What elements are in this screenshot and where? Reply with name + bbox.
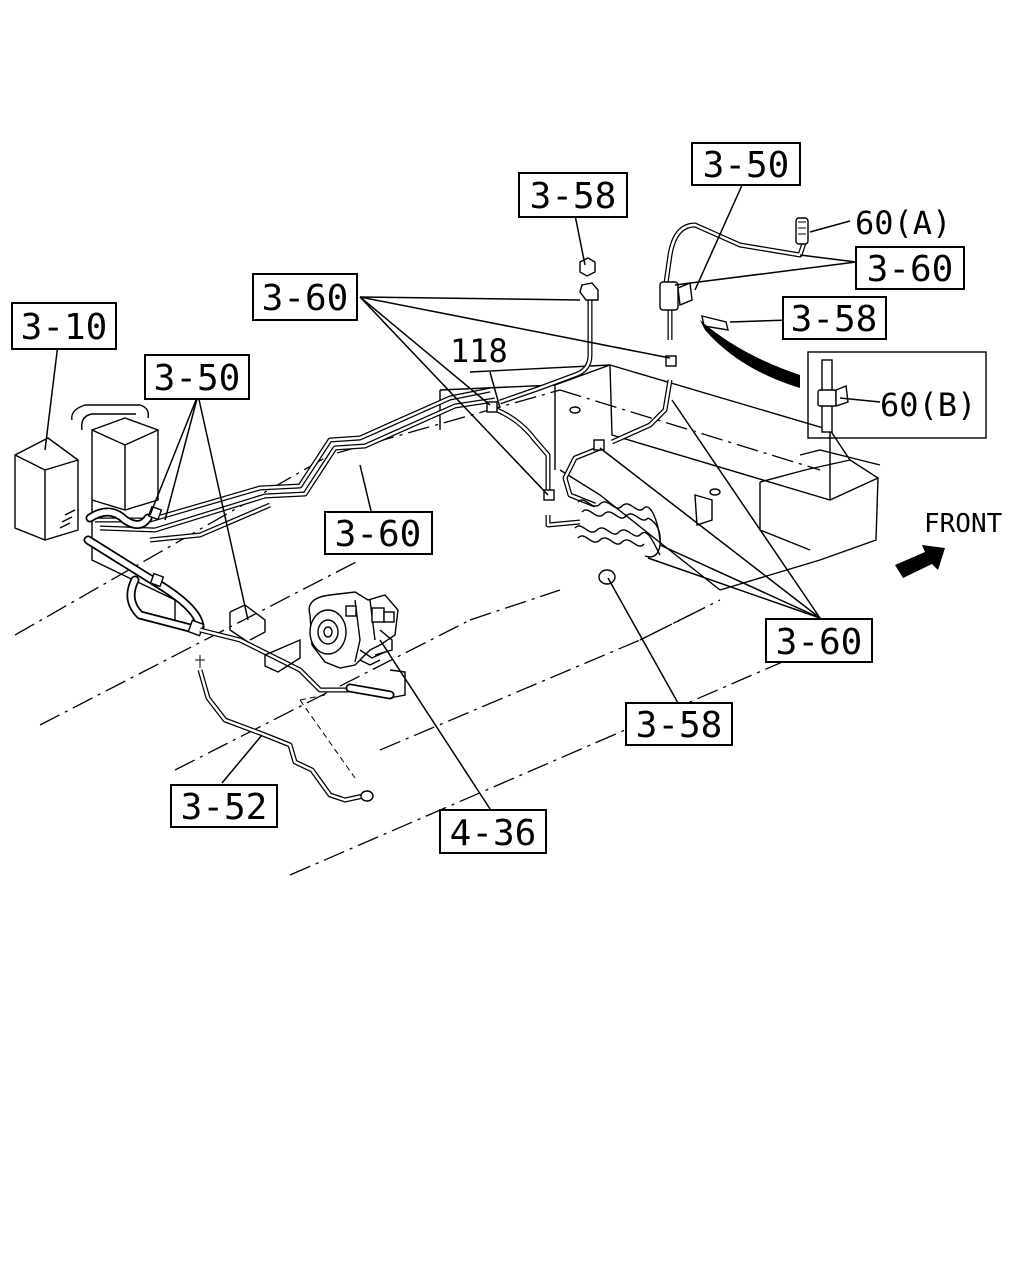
svg-text:3-60: 3-60: [776, 622, 863, 663]
ref-label-3-50-top: 3-50: [691, 142, 801, 186]
callout-60b: 60(B): [880, 386, 976, 424]
coil-hoses: [574, 499, 661, 585]
svg-text:3-52: 3-52: [181, 787, 268, 828]
return-line: [195, 655, 374, 803]
ref-label-3-52: 3-52: [170, 784, 278, 828]
svg-text:3-58: 3-58: [791, 299, 878, 340]
arrow-right-up-icon: [895, 545, 945, 578]
fuel-lines-main: [95, 387, 496, 543]
svg-text:3-60: 3-60: [262, 278, 349, 319]
svg-text:3-58: 3-58: [636, 705, 723, 746]
leader-lines: [44, 182, 881, 813]
svg-text:4-36: 4-36: [450, 813, 537, 854]
svg-text:3-58: 3-58: [530, 176, 617, 217]
right-return-pipe: [659, 217, 809, 388]
fuel-tank: [14, 404, 176, 620]
pump-feed-lines: [199, 604, 406, 700]
ref-label-3-60-upper-left: 3-60: [252, 273, 358, 321]
svg-text:3-50: 3-50: [703, 145, 790, 186]
front-direction-label: FRONT: [924, 509, 1003, 539]
clamp-60b-detail: [807, 351, 987, 439]
callout-118: 118: [450, 332, 508, 370]
ref-label-3-58-top: 3-58: [518, 172, 628, 218]
ref-label-4-36: 4-36: [439, 809, 547, 854]
ref-label-3-10: 3-10: [11, 302, 117, 350]
ref-label-3-60-upper-right: 3-60: [855, 246, 965, 290]
ref-label-3-60-lower-right: 3-60: [765, 618, 873, 663]
ref-label-3-60-middle: 3-60: [324, 511, 433, 555]
callout-60a: 60(A): [855, 204, 951, 242]
ref-label-3-58-bottom: 3-58: [625, 702, 733, 746]
ref-label-3-50-left: 3-50: [144, 354, 250, 400]
ref-label-3-58-right: 3-58: [782, 296, 887, 340]
injection-pump: [308, 591, 399, 669]
rear-crossmember: [439, 364, 881, 591]
svg-text:3-50: 3-50: [154, 358, 241, 399]
center-tubes: [486, 257, 677, 528]
svg-text:3-60: 3-60: [335, 514, 422, 555]
rubber-hoses-tank: [83, 505, 205, 637]
svg-text:3-10: 3-10: [21, 307, 108, 348]
svg-text:3-60: 3-60: [867, 249, 954, 290]
